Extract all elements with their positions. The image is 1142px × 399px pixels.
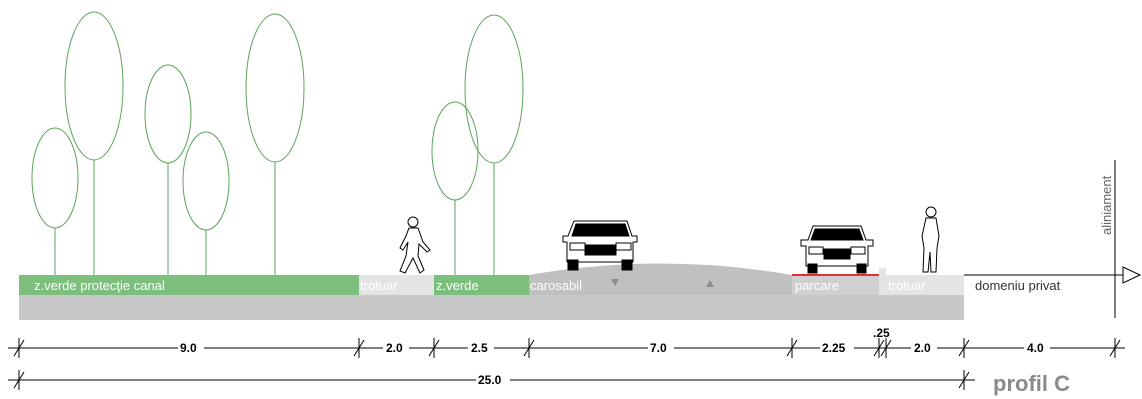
profile-title: profil C bbox=[993, 371, 1070, 396]
zone-carosabil bbox=[529, 263, 792, 295]
zone-verde-label: z.verde bbox=[436, 278, 479, 293]
zone-parcare-label: parcare bbox=[795, 278, 839, 293]
dim-label-total: 25.0 bbox=[478, 373, 502, 387]
pedestrian-icon bbox=[399, 216, 431, 274]
dimension-ticks-row-2 bbox=[13, 370, 970, 390]
tree-icon bbox=[182, 131, 230, 275]
arrow-icon bbox=[611, 279, 619, 286]
tree-icon bbox=[64, 11, 124, 275]
dim-label-2b: 2.0 bbox=[914, 341, 931, 355]
zone-verde-canal bbox=[19, 275, 359, 295]
zone-verde-canal-label: z.verde protecţie canal bbox=[34, 278, 165, 293]
curb bbox=[879, 268, 886, 276]
car-icon bbox=[562, 220, 638, 271]
tree-icon bbox=[431, 101, 479, 275]
zone-verde bbox=[434, 275, 529, 295]
zone-domeniu-privat-label: domeniu privat bbox=[975, 278, 1061, 293]
tree-icon bbox=[144, 64, 192, 275]
zone-trotuar-left bbox=[359, 275, 434, 295]
arrow-icon bbox=[706, 280, 714, 287]
tree-icon bbox=[31, 127, 79, 275]
tree-icon bbox=[464, 14, 524, 275]
dim-label-7: 7.0 bbox=[650, 341, 667, 355]
dim-label-9: 9.0 bbox=[180, 341, 197, 355]
dim-label-2a: 2.0 bbox=[386, 341, 403, 355]
aliniament-label: aliniament bbox=[1099, 175, 1114, 235]
zone-trotuar-left-label: trotuar bbox=[360, 278, 398, 293]
dim-label-2-5: 2.5 bbox=[471, 341, 488, 355]
ground-base bbox=[19, 294, 964, 320]
car-icon bbox=[800, 225, 874, 274]
tree-icon bbox=[245, 13, 305, 275]
zone-carosabil-label: carosabil bbox=[530, 278, 582, 293]
dimension-ticks-row-1 bbox=[13, 338, 1121, 358]
dim-label-4: 4.0 bbox=[1027, 341, 1044, 355]
zone-parcare bbox=[792, 275, 879, 295]
zone-trotuar-right bbox=[879, 275, 964, 295]
dim-label-2-25: 2.25 bbox=[822, 341, 846, 355]
dim-label-0-25: .25 bbox=[873, 326, 890, 340]
pedestrian-icon bbox=[921, 206, 940, 273]
arrow-icon bbox=[1122, 266, 1142, 284]
zone-trotuar-right-label: trotuar bbox=[888, 278, 926, 293]
